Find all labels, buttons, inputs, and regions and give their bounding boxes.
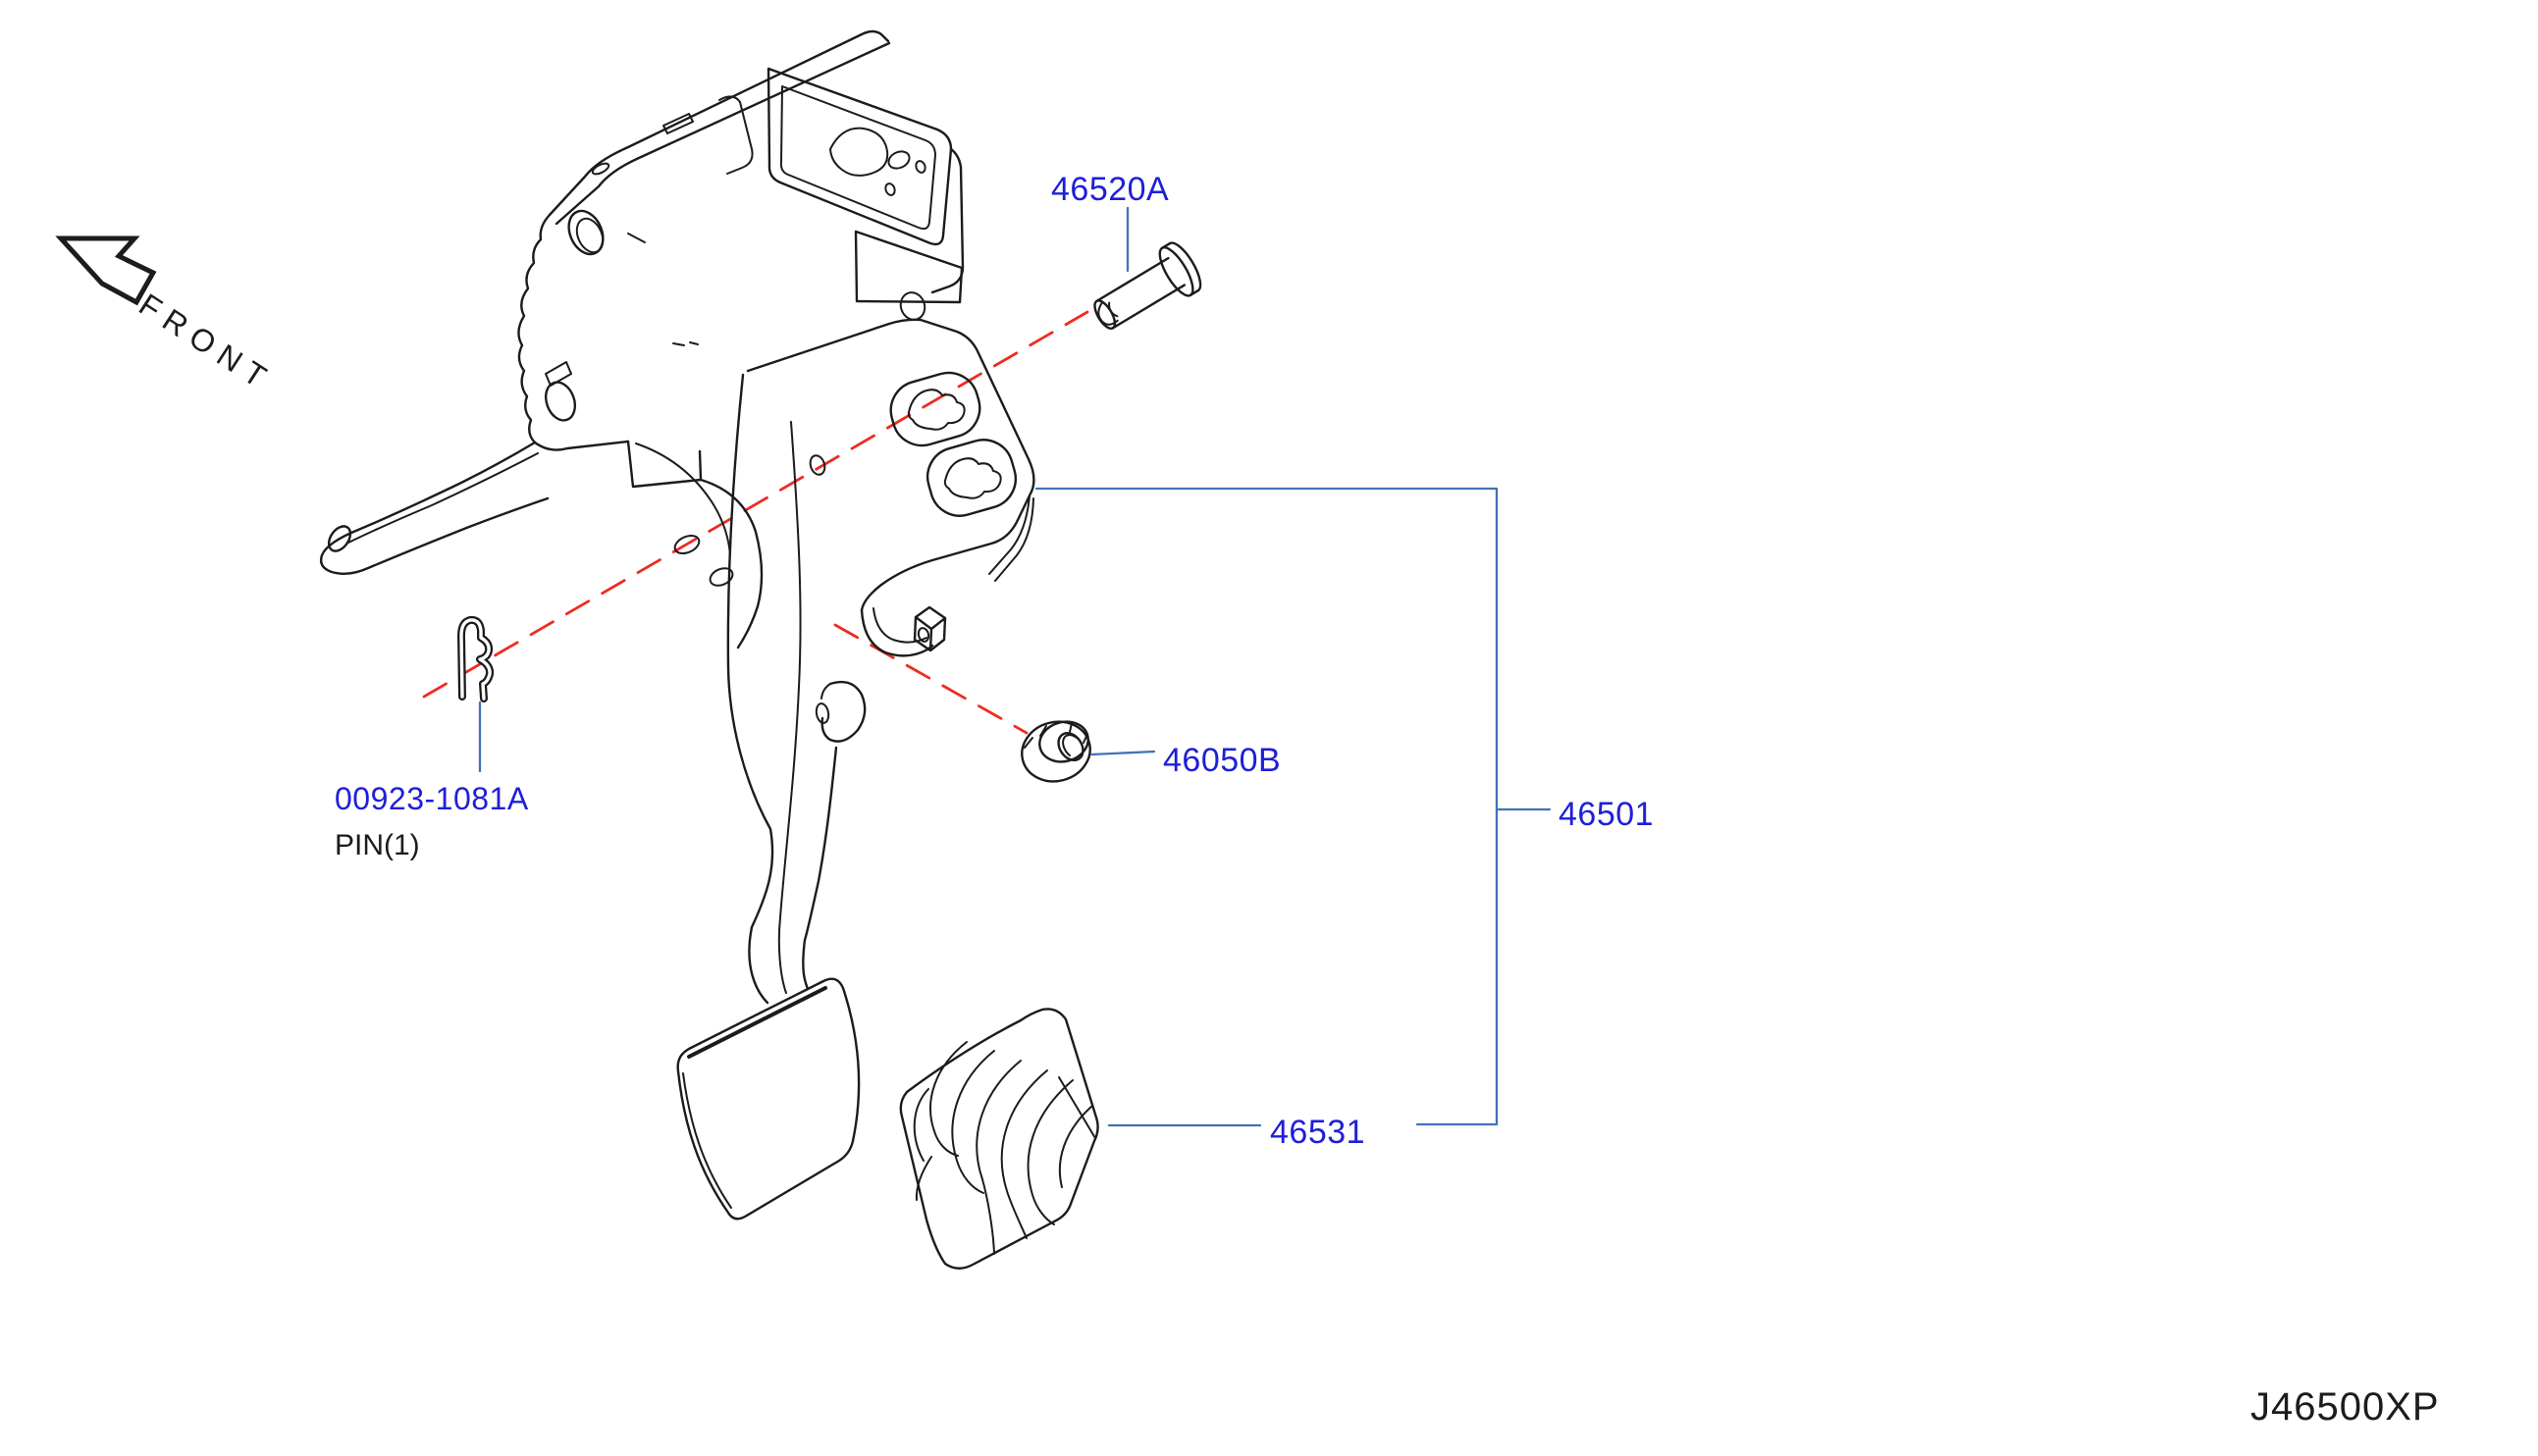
flange-nut-drawing xyxy=(1021,720,1091,783)
clevis-pin-drawing xyxy=(1093,241,1202,330)
part-label-00923-1081a[interactable]: 00923-1081A xyxy=(335,781,529,816)
alignment-dashes xyxy=(422,310,1089,735)
part-label-46050b[interactable]: 46050B xyxy=(1163,742,1282,779)
rubber-pad-drawing xyxy=(899,1008,1099,1270)
pedal-bracket-drawing xyxy=(319,29,1035,743)
pedal-arm-drawing xyxy=(726,373,838,1005)
leader-lines xyxy=(478,206,1552,1127)
part-label-46531[interactable]: 46531 xyxy=(1270,1114,1366,1151)
part-label-46501[interactable]: 46501 xyxy=(1559,796,1655,833)
part-description-pin: PIN(1) xyxy=(335,829,420,861)
snap-pin-drawing xyxy=(457,615,495,702)
diagram-code: J46500XP xyxy=(2250,1385,2440,1429)
front-arrow-icon xyxy=(55,235,157,306)
pedal-plate-drawing xyxy=(676,977,861,1221)
part-label-46520a[interactable]: 46520A xyxy=(1051,171,1170,208)
